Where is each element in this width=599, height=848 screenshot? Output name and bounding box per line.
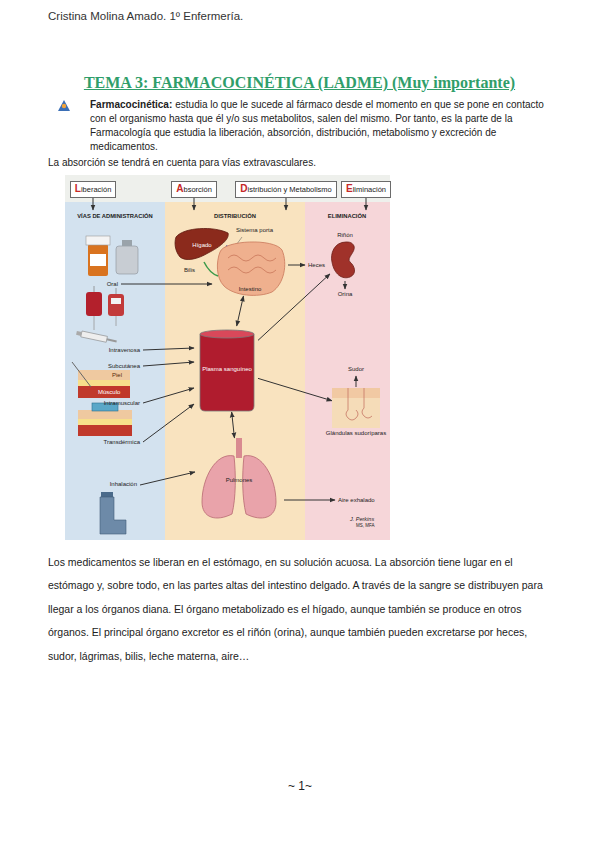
stage-name: Liberación xyxy=(75,183,112,196)
layer-label: Músculo xyxy=(98,389,120,396)
excretion-arrow xyxy=(356,376,357,387)
stage-box: Distribución y Metabolismo xyxy=(235,181,337,198)
kidney-organ: Riñón xyxy=(330,240,360,280)
artist-credit: MS, MFA xyxy=(356,523,375,528)
part-label: Bilis xyxy=(184,267,195,274)
lungs-organ-outline xyxy=(236,438,242,458)
excretion-arrow xyxy=(288,265,305,266)
organ-name: Intestino xyxy=(234,286,267,296)
bullet-icon xyxy=(62,104,66,108)
sweat-gland-outline xyxy=(332,388,380,398)
plasma-beaker: Plasma sanguíneo xyxy=(196,326,258,412)
stage-box: Liberación xyxy=(70,181,117,198)
lungs-organ: Pulmones xyxy=(196,438,282,522)
flow-arrow xyxy=(258,378,332,400)
iv-tube xyxy=(94,316,116,330)
route-label: Intravenosa xyxy=(109,347,140,354)
route-arrow xyxy=(143,404,194,442)
route-label: Subcutánea xyxy=(108,363,140,370)
column-band xyxy=(305,202,390,540)
lungs-organ-outline xyxy=(243,456,276,518)
kidney-organ-outline xyxy=(332,242,355,278)
bile-duct xyxy=(204,262,218,276)
iv-bag xyxy=(108,294,124,316)
excretion-arrow xyxy=(345,281,346,289)
syringe xyxy=(107,338,117,342)
syringe xyxy=(81,331,108,342)
page-title: TEMA 3: FARMACOCINÉTICA (LADME) (Muy imp… xyxy=(0,74,599,92)
output-label: Sudor xyxy=(348,366,364,373)
muscle-layer xyxy=(78,425,132,436)
definition-term: Farmacocinética: xyxy=(90,99,172,110)
intestine-organ-outline xyxy=(228,255,276,273)
route-arrow xyxy=(143,348,194,350)
organ-name: Plasma sanguíneo xyxy=(197,366,257,373)
column-heading: VÍAS DE ADMINISTRACIÓN xyxy=(77,213,152,220)
route-label: Inhalación xyxy=(110,481,137,488)
note-line: La absorción se tendrá en cuenta para ví… xyxy=(48,157,316,169)
intestine-organ: Intestino xyxy=(214,238,286,296)
flow-arrow xyxy=(237,296,244,326)
organ-name: Riñón xyxy=(337,232,353,239)
route-label: Transdérmica xyxy=(104,439,140,446)
skin-layer xyxy=(78,370,130,380)
page-header: Cristina Molina Amado. 1º Enfermería. xyxy=(48,10,243,23)
syringe xyxy=(76,331,82,336)
needle xyxy=(72,362,91,387)
excretion-arrow xyxy=(284,500,335,501)
plasma-beaker-outline xyxy=(200,330,254,338)
stage-name: Eliminación xyxy=(346,183,386,196)
column-band xyxy=(165,202,305,540)
sweat-gland-outline xyxy=(346,388,372,420)
column-heading: DISTRIBUCIÓN xyxy=(214,213,256,220)
stage-box: Absorción xyxy=(171,181,217,198)
body-paragraph: Los medicamentos se liberan en el estóma… xyxy=(48,551,548,668)
output-label: Orina xyxy=(338,291,353,298)
route-arrow xyxy=(140,472,195,485)
intestine-organ-outline xyxy=(217,242,284,295)
column-heading: ELIMINACIÓN xyxy=(328,213,366,220)
stage-box: Eliminación xyxy=(341,181,391,198)
route-label: Oral xyxy=(107,281,118,288)
organ-name: Hígado xyxy=(187,242,216,249)
plasma-beaker-outline xyxy=(200,334,254,411)
page-number: ~ 1~ xyxy=(288,780,312,794)
pill-bottle xyxy=(86,236,110,245)
column-band xyxy=(65,202,165,540)
route-arrow xyxy=(143,362,194,366)
sweat-gland: Glándulas sudoríparas xyxy=(332,388,380,428)
definition-paragraph: Farmacocinética:estudia lo que le sucede… xyxy=(90,98,545,154)
layer-label: Piel xyxy=(112,372,122,379)
output-label: Aire exhalado xyxy=(338,497,375,504)
route-arrow xyxy=(143,388,194,403)
part-label: Sistema porta xyxy=(236,227,273,234)
sweat-gland-outline xyxy=(332,398,380,428)
iv-bag xyxy=(86,292,102,316)
medicine-bottle xyxy=(116,246,138,274)
bullet-icon xyxy=(58,100,70,111)
artist-credit: J. Perkins xyxy=(350,516,374,522)
fat-layer xyxy=(78,419,132,425)
pill-bottle xyxy=(90,254,106,266)
route-label: Intramuscular xyxy=(104,400,140,407)
inhaler xyxy=(101,492,113,497)
kidney-organ-outline xyxy=(330,240,360,280)
pill-bottle xyxy=(88,244,108,276)
flow-arrow xyxy=(232,412,235,438)
lungs-organ-outline xyxy=(202,456,235,518)
output-label: Heces xyxy=(308,262,325,269)
route-arrow xyxy=(121,284,212,285)
medicine-bottle xyxy=(122,240,132,246)
organ-name: Pulmones xyxy=(221,477,258,484)
iv-bag xyxy=(111,298,121,304)
stage-name: Distribución y Metabolismo xyxy=(240,183,332,196)
muscle-layer xyxy=(78,386,130,398)
skin-layer xyxy=(78,410,132,419)
organ-name: Glándulas sudoríparas xyxy=(324,430,388,437)
inhaler xyxy=(100,497,126,534)
stage-name: Absorción xyxy=(176,183,212,196)
figure-ground xyxy=(65,175,390,540)
sweat-gland-outline xyxy=(332,388,380,428)
